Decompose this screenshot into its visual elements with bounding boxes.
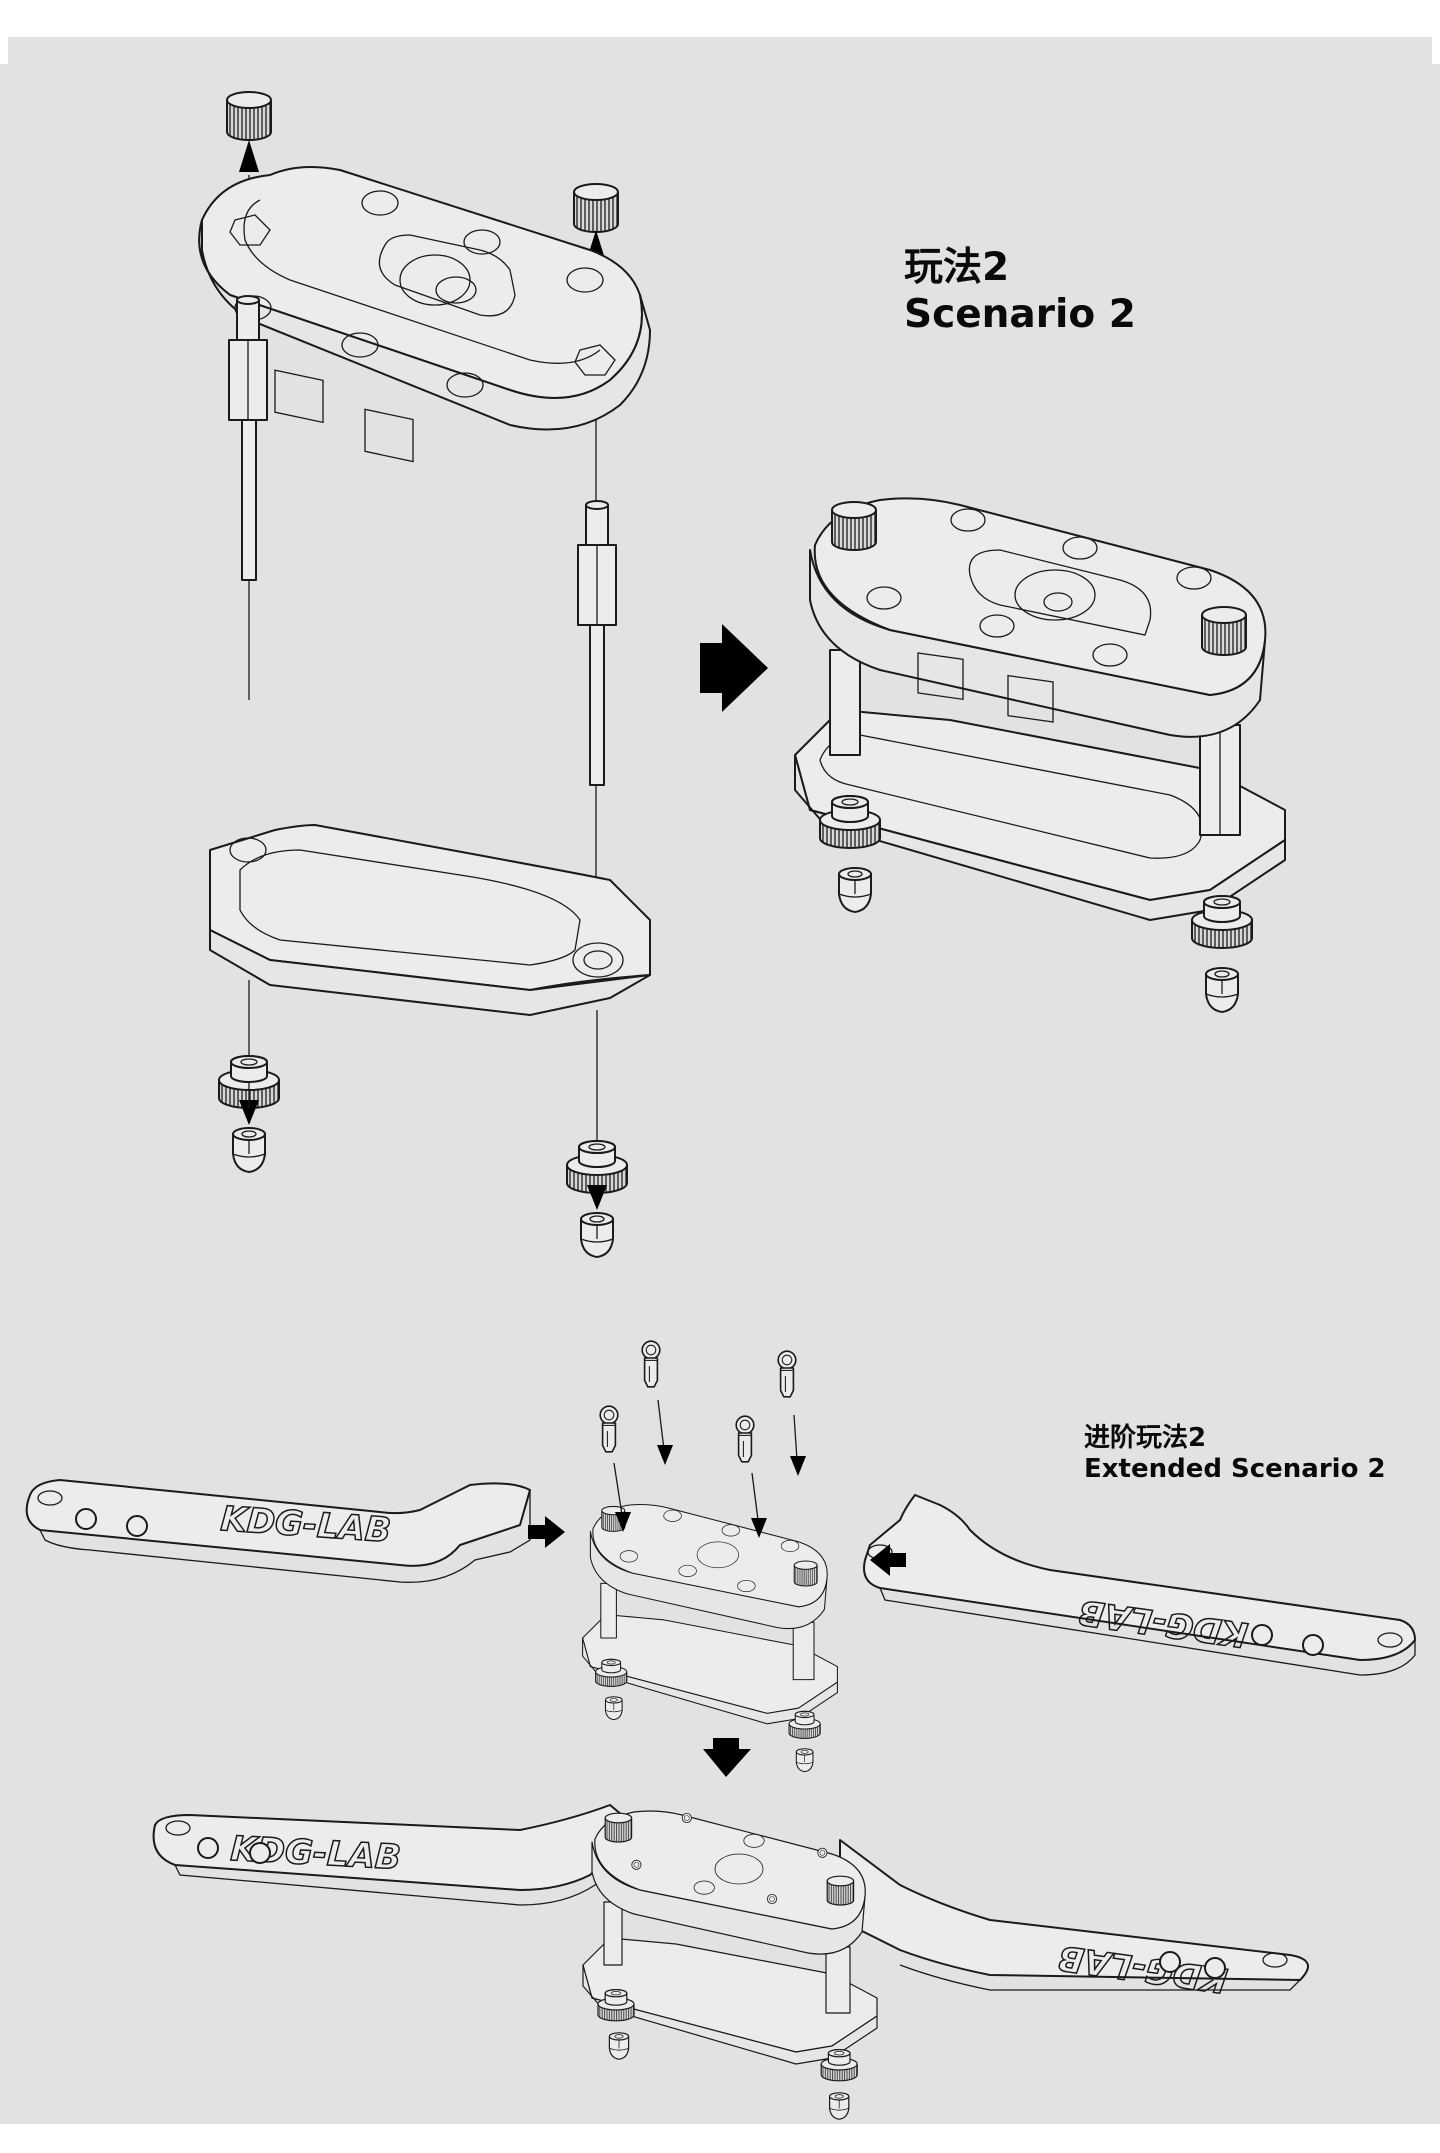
scenario-title-cn: 玩法2 — [904, 245, 1010, 290]
arrow-down-icon — [703, 1738, 751, 1777]
extended-step1-illustration: KDG-LAB KDG-LAB — [25, 1340, 1416, 1773]
knurled-cap-icon — [831, 501, 877, 551]
arrow-down-icon — [239, 1082, 259, 1125]
arrow-down-icon — [790, 1414, 806, 1476]
bottom-base-plate — [209, 824, 651, 1016]
arrow-right-icon — [700, 624, 768, 712]
extended-step2-illustration: KDG-LAB KDG-LAB — [152, 1804, 1309, 2120]
ball-pin-icon — [777, 1350, 797, 1398]
scenario-title: 玩法2 Scenario 2 — [904, 245, 1136, 339]
arrow-down-icon — [613, 1462, 631, 1532]
knurled-cap-icon — [573, 183, 619, 233]
acorn-nut-icon — [1205, 967, 1239, 1013]
acorn-nut-icon — [232, 1127, 266, 1173]
standoff-right — [577, 500, 617, 786]
extended-scenario-title: 进阶玩法2 Extended Scenario 2 — [1084, 1423, 1386, 1485]
scenario-title-en: Scenario 2 — [904, 291, 1136, 337]
ball-pin-icon — [599, 1405, 619, 1453]
left-handle: KDG-LAB — [25, 1479, 531, 1583]
extended-title-cn: 进阶玩法2 — [1084, 1423, 1207, 1453]
ball-pin-icon — [641, 1340, 661, 1388]
arrow-left-icon — [870, 1544, 906, 1576]
panel-corner-left — [0, 37, 8, 64]
arrow-down-icon — [657, 1399, 673, 1465]
right-handle: KDG-LAB — [863, 1494, 1416, 1676]
acorn-nut-icon — [580, 1212, 614, 1258]
assembled-view-illustration — [794, 497, 1286, 1013]
standoff-left — [228, 295, 268, 700]
arrow-down-icon — [587, 1185, 607, 1210]
ball-pin-icon — [735, 1415, 755, 1463]
arrow-right-icon — [528, 1516, 565, 1548]
acorn-nut-icon — [838, 867, 872, 913]
panel-corner-right — [1432, 37, 1440, 64]
arrow-down-icon — [751, 1472, 767, 1538]
extended-title-en: Extended Scenario 2 — [1084, 1454, 1386, 1485]
knurled-cap-icon — [1201, 606, 1247, 656]
assembled-stand — [582, 1504, 838, 1773]
exploded-view-illustration — [198, 91, 651, 1258]
knurled-cap-icon — [226, 91, 272, 141]
